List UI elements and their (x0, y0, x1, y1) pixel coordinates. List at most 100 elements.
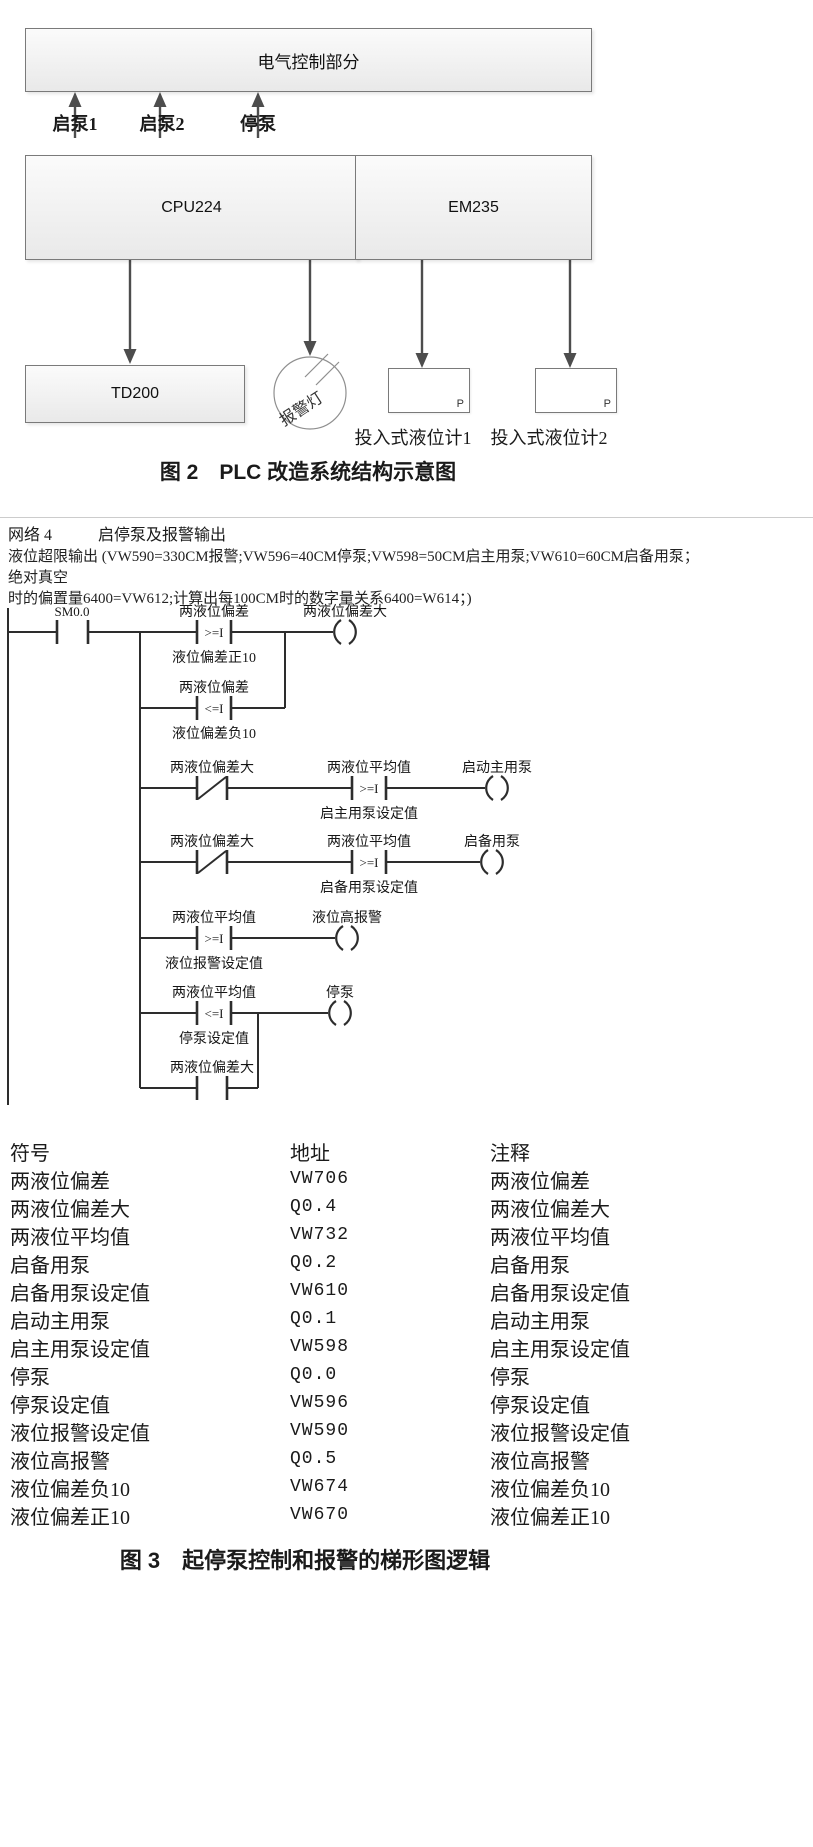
lamp-stroke-icon (315, 361, 340, 386)
table-cell-symbol: 液位偏差负10 (10, 1478, 130, 1501)
coil-operand: 两液位偏差大 (303, 604, 387, 620)
compare-bottom-operand: 液位偏差负10 (172, 726, 256, 742)
alarm-lamp-label: 报警灯 (276, 389, 326, 430)
table-cell-symbol: 停泵 (10, 1366, 50, 1389)
table-row: 启备用泵设定值 VW610 启备用泵设定值 (10, 1277, 802, 1305)
figure-2-caption: 图 2 PLC 改造系统结构示意图 (159, 461, 457, 484)
down-arrow-sensor2 (563, 258, 577, 368)
network-comment-line2: 时的偏置量6400=VW612;计算出每100CM时的数字量关系6400=W61… (8, 591, 472, 607)
table-header-comment: 注释 (490, 1142, 530, 1165)
coil-right-arc (495, 849, 504, 875)
table-cell-address: VW598 (290, 1337, 350, 1357)
down-arrow-sensor1 (415, 258, 429, 368)
network-divider (0, 517, 813, 518)
compare-top-operand: 两液位平均值 (172, 985, 256, 1001)
table-header-address: 地址 (290, 1142, 330, 1165)
table-row: 液位高报警 Q0.5 液位高报警 (10, 1445, 802, 1473)
network-label: 网络 4 (8, 527, 53, 544)
compare-bottom-operand: 停泵设定值 (179, 1030, 249, 1047)
compare-top-operand: 两液位平均值 (327, 834, 411, 850)
negated-slash (197, 776, 227, 800)
table-cell-address: Q0.2 (290, 1253, 338, 1273)
table-cell-comment: 两液位偏差大 (490, 1198, 610, 1221)
table-cell-symbol: 停泵设定值 (10, 1394, 110, 1417)
figure-2-system-structure: 报警灯 电气控制部分 启泵1 启泵2 停泵 CPU224 EM235 TD200… (0, 0, 813, 505)
table-row: 启备用泵 Q0.2 启备用泵 (10, 1249, 802, 1277)
table-cell-comment: 启备用泵 (490, 1254, 570, 1277)
lamp-stroke-icon (304, 353, 329, 378)
compare-top-operand: 两液位平均值 (172, 910, 256, 926)
compare-bottom-operand: 启备用泵设定值 (320, 879, 418, 896)
ladder-diagram: SM0.0 两液位偏差 >=I 液位偏差正10 两液位偏差大 两液位偏差 <=I… (7, 604, 532, 1105)
sensor1-label: 投入式液位计1 (354, 428, 472, 448)
coil-left-arc (335, 925, 344, 951)
table-cell-address: VW670 (290, 1505, 350, 1525)
compare-top-operand: 两液位平均值 (327, 760, 411, 776)
table-cell-address: Q0.5 (290, 1449, 338, 1469)
table-cell-symbol: 液位报警设定值 (10, 1422, 150, 1445)
table-cell-comment: 停泵 (490, 1366, 530, 1389)
rung-6: 两液位平均值 <=I 停泵设定值 停泵 (140, 984, 354, 1047)
coil-operand: 停泵 (326, 984, 354, 1001)
table-cell-address: VW674 (290, 1477, 350, 1497)
contact-operand: 两液位偏差大 (170, 1060, 254, 1076)
up-arrow-stop-pump (251, 92, 265, 138)
network-header: 网络 4 启停泵及报警输出 (8, 521, 226, 545)
compare-operator: >=I (205, 931, 224, 946)
rung-1: SM0.0 两液位偏差 >=I 液位偏差正10 两液位偏差大 (8, 604, 387, 666)
lamp-circle-icon (273, 356, 347, 430)
table-row: 两液位平均值 VW732 两液位平均值 (10, 1221, 802, 1249)
coil-right-arc (350, 925, 359, 951)
box-em235: EM235 (355, 155, 592, 260)
table-header-row: 符号 地址 注释 (10, 1137, 802, 1165)
network-comment-line1: 液位超限输出 (VW590=330CM报警;VW596=40CM停泵;VW598… (8, 549, 699, 586)
box-electrical-control: 电气控制部分 (25, 28, 592, 92)
table-cell-comment: 启动主用泵 (490, 1310, 590, 1333)
table-row: 液位报警设定值 VW590 液位报警设定值 (10, 1417, 802, 1445)
compare-operator: >=I (360, 781, 379, 796)
table-cell-comment: 液位报警设定值 (490, 1422, 630, 1445)
table-cell-symbol: 两液位偏差大 (10, 1198, 130, 1221)
negated-slash (197, 850, 227, 874)
network-title: 启停泵及报警输出 (98, 527, 227, 544)
up-arrow-start-pump2 (153, 92, 167, 138)
compare-bottom-operand: 液位偏差正10 (172, 650, 256, 666)
coil-right-arc (348, 619, 357, 645)
table-cell-address: Q0.1 (290, 1309, 338, 1329)
table-cell-comment: 液位偏差正10 (490, 1506, 610, 1529)
table-cell-address: VW706 (290, 1169, 350, 1189)
table-cell-comment: 两液位偏差 (490, 1170, 590, 1193)
up-arrow-start-pump1 (68, 92, 82, 138)
table-cell-address: VW610 (290, 1281, 350, 1301)
coil-left-arc (480, 849, 489, 875)
table-cell-address: VW596 (290, 1393, 350, 1413)
table-row: 液位偏差负10 VW674 液位偏差负10 (10, 1473, 802, 1501)
compare-operator: <=I (205, 1006, 224, 1021)
pressure-p-label: P (603, 398, 611, 410)
rung-2: 两液位偏差 <=I 液位偏差负10 (140, 680, 285, 742)
compare-top-operand: 两液位偏差 (179, 680, 249, 696)
contact-operand: SM0.0 (54, 604, 89, 619)
table-cell-comment: 启备用泵设定值 (490, 1282, 630, 1305)
signal-label-start-pump2: 启泵2 (139, 114, 185, 134)
compare-operator: >=I (205, 625, 224, 640)
compare-bottom-operand: 启主用泵设定值 (320, 806, 418, 822)
table-cell-address: VW590 (290, 1421, 350, 1441)
box-level-sensor-2: P (535, 368, 617, 413)
table-cell-comment: 液位高报警 (490, 1450, 590, 1473)
box-td200: TD200 (25, 365, 245, 423)
sensor2-label: 投入式液位计2 (490, 428, 608, 448)
table-cell-symbol: 液位高报警 (10, 1450, 110, 1473)
rung-7: 两液位偏差大 (140, 1060, 258, 1100)
box-cpu224: CPU224 (25, 155, 358, 260)
fig2-connectors: 报警灯 (68, 92, 577, 430)
coil-right-arc (343, 1000, 352, 1026)
rung-4: 两液位偏差大 两液位平均值 >=I 启备用泵设定值 启备用泵 (140, 833, 520, 896)
table-cell-address: Q0.4 (290, 1197, 338, 1217)
contact-operand: 两液位偏差大 (170, 834, 254, 850)
table-row: 停泵设定值 VW596 停泵设定值 (10, 1389, 802, 1417)
compare-top-operand: 两液位偏差 (179, 604, 249, 620)
down-arrow-td200 (123, 258, 137, 364)
table-cell-symbol: 启主用泵设定值 (10, 1338, 150, 1361)
figure-3-caption: 图 3 起停泵控制和报警的梯形图逻辑 (119, 1548, 491, 1573)
